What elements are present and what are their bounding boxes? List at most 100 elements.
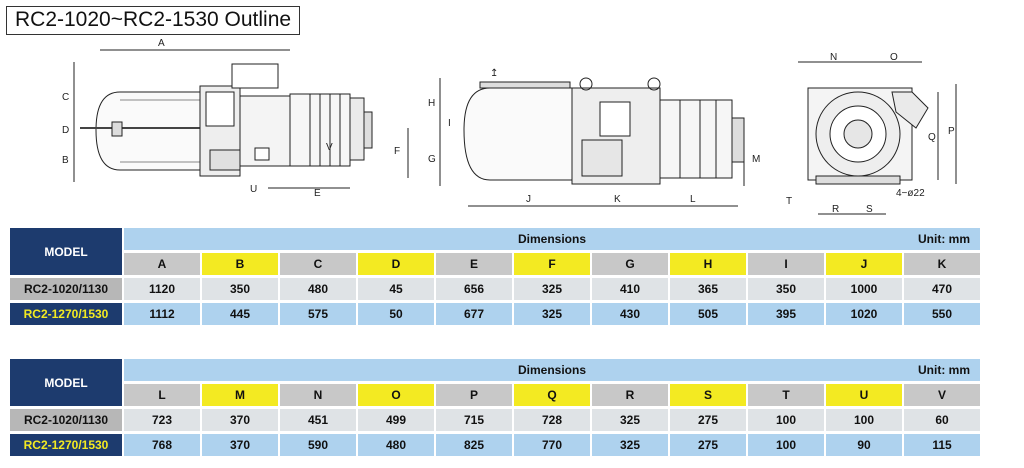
model-name: RC2-1270/1530: [10, 303, 122, 325]
column-header: O: [358, 384, 434, 406]
table-cell: 1120: [124, 278, 200, 300]
end-view-drawing: N O P Q R S T 4−ø22: [786, 52, 957, 215]
model-header: MODEL: [10, 359, 122, 406]
unit-label: Unit: mm: [918, 232, 970, 246]
dim-label-t: T: [786, 196, 792, 207]
table-cell: 365: [670, 278, 746, 300]
dim-label-b: B: [62, 155, 69, 166]
dimensions-title: Dimensions: [517, 363, 586, 377]
column-header: Q: [514, 384, 590, 406]
table-row: RC2-1020/1130 723 370 451 499 715 728 32…: [10, 409, 980, 431]
dim-label-v: V: [326, 142, 333, 153]
column-header: N: [280, 384, 356, 406]
table-cell: 325: [592, 434, 668, 456]
table-cell: 825: [436, 434, 512, 456]
table-cell: 350: [202, 278, 278, 300]
table-cell: 325: [514, 278, 590, 300]
column-header: F: [514, 253, 590, 275]
dim-label-j: J: [526, 194, 531, 205]
dim-label-c: C: [62, 92, 69, 103]
column-header: E: [436, 253, 512, 275]
table-cell: 728: [514, 409, 590, 431]
table-cell: 480: [280, 278, 356, 300]
dimensions-header: Dimensions Unit: mm: [124, 359, 980, 381]
dim-label-s: S: [866, 204, 873, 215]
dim-label-h-top: ↥: [490, 68, 498, 79]
dim-label-l: L: [690, 194, 696, 205]
side-view-drawing: A C D B F V U E: [62, 38, 409, 199]
table-cell: 100: [748, 409, 824, 431]
dim-label-q: Q: [928, 132, 936, 143]
model-header: MODEL: [10, 228, 122, 275]
table-cell: 505: [670, 303, 746, 325]
column-header: J: [826, 253, 902, 275]
dim-label-g: G: [428, 154, 436, 165]
table-cell: 100: [748, 434, 824, 456]
column-header: H: [670, 253, 746, 275]
table-cell: 723: [124, 409, 200, 431]
table-cell: 1020: [826, 303, 902, 325]
column-header: C: [280, 253, 356, 275]
column-header: B: [202, 253, 278, 275]
table-cell: 451: [280, 409, 356, 431]
dimensions-table-1: MODEL Dimensions Unit: mm A B C D E F G H…: [8, 225, 982, 328]
table-cell: 768: [124, 434, 200, 456]
dim-label-r: R: [832, 204, 839, 215]
dim-label-u: U: [250, 184, 257, 195]
table-row: RC2-1020/1130 1120 350 480 45 656 325 41…: [10, 278, 980, 300]
table-cell: 1112: [124, 303, 200, 325]
table-cell: 370: [202, 409, 278, 431]
model-name: RC2-1270/1530: [10, 434, 122, 456]
table-cell: 590: [280, 434, 356, 456]
table-cell: 715: [436, 409, 512, 431]
table-cell: 499: [358, 409, 434, 431]
table-cell: 480: [358, 434, 434, 456]
table-cell: 677: [436, 303, 512, 325]
dim-label-e: E: [314, 188, 321, 199]
column-header: U: [826, 384, 902, 406]
unit-label: Unit: mm: [918, 363, 970, 377]
table-cell: 115: [904, 434, 980, 456]
table-row: RC2-1270/1530 1112 445 575 50 677 325 43…: [10, 303, 980, 325]
table-cell: 275: [670, 409, 746, 431]
column-header: M: [202, 384, 278, 406]
dim-label-i: I: [448, 118, 451, 129]
column-header: R: [592, 384, 668, 406]
model-name: RC2-1020/1130: [10, 409, 122, 431]
column-header: K: [904, 253, 980, 275]
outline-drawings: A C D B F V U E H I G M J K L ↥: [62, 38, 957, 215]
table-cell: 470: [904, 278, 980, 300]
column-header: I: [748, 253, 824, 275]
page-title: RC2-1020~RC2-1530 Outline: [6, 6, 301, 35]
table-cell: 550: [904, 303, 980, 325]
table-cell: 430: [592, 303, 668, 325]
table-cell: 50: [358, 303, 434, 325]
dim-label-n: N: [830, 52, 837, 63]
table-cell: 100: [826, 409, 902, 431]
dimensions-header: Dimensions Unit: mm: [124, 228, 980, 250]
table-cell: 370: [202, 434, 278, 456]
column-header: G: [592, 253, 668, 275]
table-cell: 575: [280, 303, 356, 325]
table-cell: 275: [670, 434, 746, 456]
column-header: T: [748, 384, 824, 406]
table-cell: 45: [358, 278, 434, 300]
dim-label-holes: 4−ø22: [896, 188, 925, 199]
dim-label-d: D: [62, 125, 69, 136]
column-header: L: [124, 384, 200, 406]
table-cell: 90: [826, 434, 902, 456]
dim-label-h: H: [428, 98, 435, 109]
table-cell: 350: [748, 278, 824, 300]
dimensions-title: Dimensions: [517, 232, 586, 246]
column-header: P: [436, 384, 512, 406]
table-cell: 325: [514, 303, 590, 325]
column-header: D: [358, 253, 434, 275]
dim-label-k: K: [614, 194, 621, 205]
table-cell: 325: [592, 409, 668, 431]
column-header: A: [124, 253, 200, 275]
table-cell: 60: [904, 409, 980, 431]
table-cell: 656: [436, 278, 512, 300]
dim-label-f: F: [394, 146, 400, 157]
table-cell: 445: [202, 303, 278, 325]
table-cell: 1000: [826, 278, 902, 300]
